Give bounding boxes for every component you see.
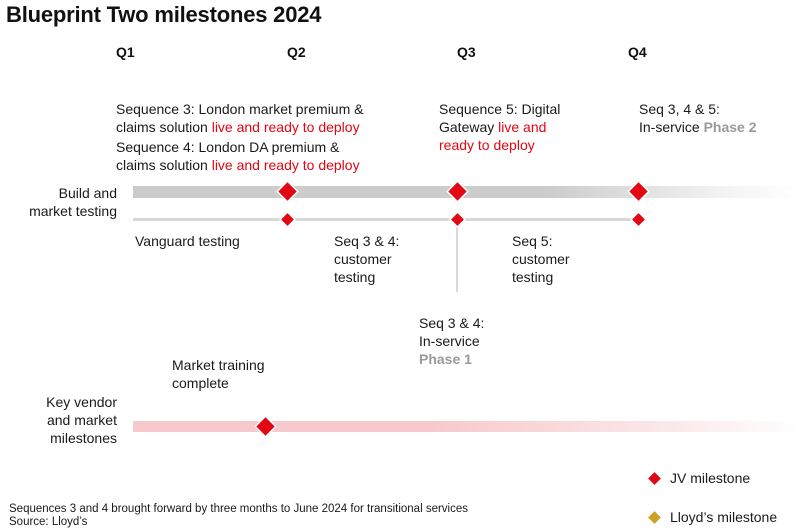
jv-milestone-legend-icon xyxy=(648,472,661,485)
inservice-phase1-connector xyxy=(456,220,458,292)
market-training-line2: complete xyxy=(172,375,229,391)
note-seq3-prefix: claims solution xyxy=(116,119,212,135)
jv-testing-diamond-q4 xyxy=(632,213,645,226)
market-training-line1: Market training xyxy=(172,357,265,373)
row-label-build: Build and market testing xyxy=(0,184,117,220)
phase1-line2: In-service xyxy=(419,333,480,349)
note-seq5-prefix: Gateway xyxy=(439,119,499,135)
seq5-testing-line3: testing xyxy=(512,269,554,285)
note-seq345-prefix: In-service xyxy=(639,119,704,135)
note-sequence-3: Sequence 3: London market premium & clai… xyxy=(116,100,436,136)
row-label-vendor-line1: Key vendor xyxy=(46,394,117,410)
note-seq4-line1: Sequence 4: London DA premium & xyxy=(116,139,340,155)
phase-1-label: Phase 1 xyxy=(419,351,472,367)
note-seq3-line1: Sequence 3: London market premium & xyxy=(116,101,364,117)
note-seq3-highlight: live and ready to deploy xyxy=(211,119,360,135)
legend-label-jv: JV milestone xyxy=(670,470,751,486)
phase1-line1: Seq 3 & 4: xyxy=(419,315,485,331)
row-label-build-line2: market testing xyxy=(29,203,117,219)
legend-item-jv: JV milestone xyxy=(648,470,798,488)
note-seq4-highlight: live and ready to deploy xyxy=(211,157,360,173)
row-label-vendor-line2: and market xyxy=(46,412,117,428)
quarter-q2: Q2 xyxy=(287,44,306,60)
row-label-vendor: Key vendor and market milestones xyxy=(0,393,117,447)
jv-testing-diamond-q3 xyxy=(451,213,464,226)
note-seq5-line1: Sequence 5: Digital xyxy=(439,101,561,117)
note-seq345-line1: Seq 3, 4 & 5: xyxy=(639,101,720,117)
note-seq5-line3: ready to deploy xyxy=(439,137,535,153)
footnote: Sequences 3 and 4 brought forward by thr… xyxy=(9,503,468,515)
quarter-q4: Q4 xyxy=(628,44,647,60)
label-seq34-inservice-phase1: Seq 3 & 4: In-service Phase 1 xyxy=(419,314,484,368)
build-timeline-bar xyxy=(133,186,800,198)
note-seq5-line2: Gateway live and xyxy=(439,118,619,136)
page-title: Blueprint Two milestones 2024 xyxy=(6,2,322,27)
note-seq4-prefix: claims solution xyxy=(116,157,212,173)
label-vanguard-testing: Vanguard testing xyxy=(135,233,240,249)
note-seq5-highlight: live and xyxy=(498,119,547,135)
phase-2-label: Phase 2 xyxy=(703,119,757,135)
note-seq3-line2: claims solution live and ready to deploy xyxy=(116,118,436,136)
quarter-q3: Q3 xyxy=(457,44,476,60)
quarter-q1: Q1 xyxy=(116,44,135,60)
seq34-testing-line1: Seq 3 & 4: xyxy=(334,233,400,249)
seq34-testing-line3: testing xyxy=(334,269,376,285)
row-label-build-line1: Build and xyxy=(58,185,117,201)
note-seq345-line2: In-service Phase 2 xyxy=(639,118,799,136)
note-seq345-inservice: Seq 3, 4 & 5: In-service Phase 2 xyxy=(639,100,799,136)
label-seq5-customer-testing: Seq 5: customer testing xyxy=(512,232,570,286)
vendor-timeline-bar xyxy=(133,421,800,432)
label-seq34-customer-testing: Seq 3 & 4: customer testing xyxy=(334,232,399,286)
seq5-testing-line2: customer xyxy=(512,251,570,267)
legend-label-lloyds: Lloyd’s milestone xyxy=(670,509,778,525)
note-sequence-5: Sequence 5: Digital Gateway live and rea… xyxy=(439,100,619,154)
lloyds-milestone-legend-icon xyxy=(648,511,661,524)
note-sequence-4: Sequence 4: London DA premium & claims s… xyxy=(116,138,436,174)
testing-timeline-bar xyxy=(133,218,639,221)
jv-testing-diamond-q2 xyxy=(281,213,294,226)
note-seq4-line2: claims solution live and ready to deploy xyxy=(116,156,436,174)
seq5-testing-line1: Seq 5: xyxy=(512,233,553,249)
source-note: Source: Lloyd’s xyxy=(9,516,88,528)
label-market-training: Market training complete xyxy=(172,356,265,392)
row-label-vendor-line3: milestones xyxy=(50,430,117,446)
legend-item-lloyds: Lloyd’s milestone xyxy=(648,509,800,527)
seq34-testing-line2: customer xyxy=(334,251,392,267)
